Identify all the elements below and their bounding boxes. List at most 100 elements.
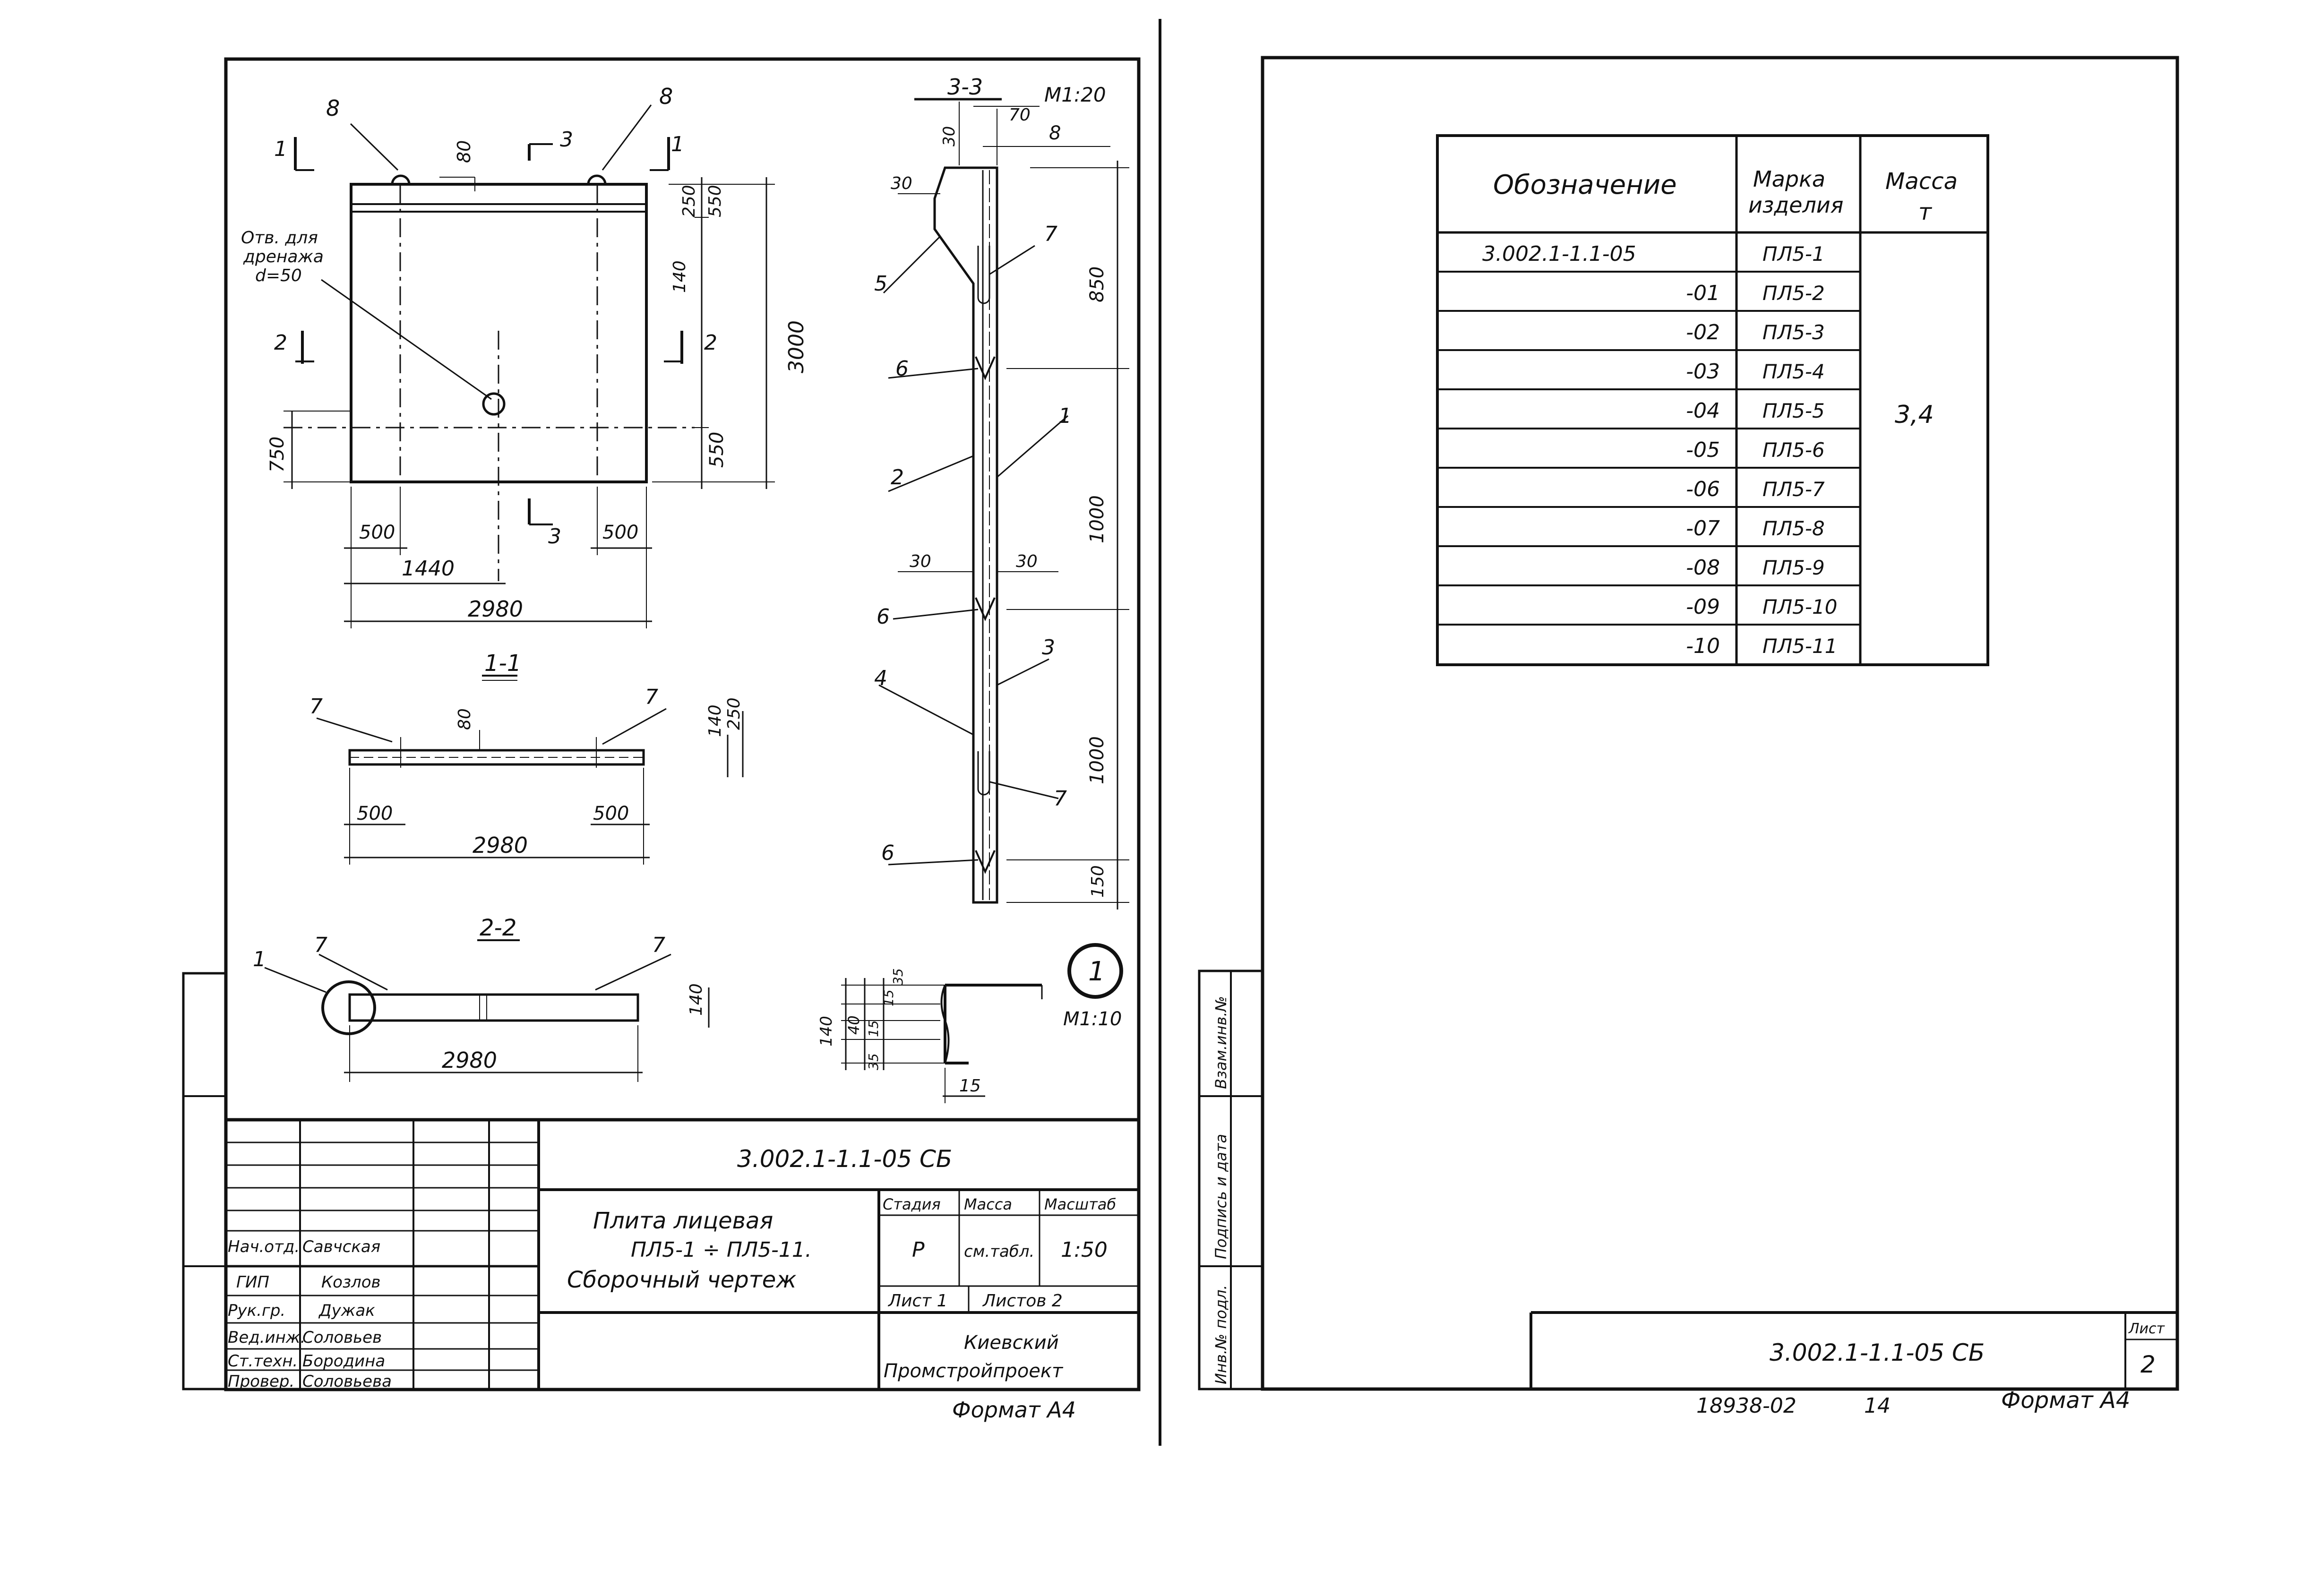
s33-item-7-bottom: 7 xyxy=(1054,787,1067,811)
spec-table xyxy=(1436,134,1989,666)
s11-dim-2980: 2980 xyxy=(473,832,528,858)
table-row-mark: ПЛ5-1 xyxy=(1762,242,1825,266)
tb-role-1: ГИП xyxy=(236,1273,269,1292)
plan-view xyxy=(284,104,775,628)
footer-code: 18938-02 xyxy=(1696,1394,1796,1418)
table-row-mark: ПЛ5-4 xyxy=(1762,360,1825,383)
s33-dim-70: 70 xyxy=(1009,105,1031,125)
table-header-mass-2: т xyxy=(1918,199,1933,225)
s22-item-1: 1 xyxy=(253,947,266,971)
plan-item-8-left: 8 xyxy=(326,95,340,121)
right-sheet-number: 2 xyxy=(2140,1351,2156,1378)
side-stamp-inv: Инв.№ подл. xyxy=(1212,1285,1230,1384)
section-3-3 xyxy=(878,98,1129,910)
s11-dim-250: 250 xyxy=(724,697,744,730)
dim-550-plan-top: 550 xyxy=(705,185,725,217)
plan-cut-1-left: 1 xyxy=(274,137,287,161)
s33-dim-30: 30 xyxy=(891,174,912,193)
table-row-mark: ПЛ5-11 xyxy=(1762,635,1837,658)
tb-doc-code: 3.002.1-1.1-05 СБ xyxy=(737,1145,952,1173)
table-row-mark: ПЛ5-6 xyxy=(1762,438,1825,462)
s33-item-5: 5 xyxy=(874,272,887,296)
s33-item-6-middle: 6 xyxy=(877,605,890,629)
s33-item-6-top: 6 xyxy=(895,357,909,381)
s22-item-7-left: 7 xyxy=(314,933,327,957)
plan-cut-3-bottom: 3 xyxy=(548,524,561,549)
s33-dim-1000-b: 1000 xyxy=(1086,736,1108,784)
section-3-3-title: 3-3 xyxy=(947,74,983,100)
tb-mass: см.табл. xyxy=(964,1242,1034,1261)
plan-cut-2-left: 2 xyxy=(274,331,287,355)
dim-250-plan: 250 xyxy=(679,185,699,217)
dim-500-plan-right: 500 xyxy=(602,522,638,543)
tb-name-4: Бородина xyxy=(302,1352,385,1371)
section-3-3-scale: М1:20 xyxy=(1044,83,1106,106)
dim-3000-plan: 3000 xyxy=(784,320,808,373)
hole-note-line-2: дренажа xyxy=(243,247,324,266)
detail-1-number: 1 xyxy=(1088,956,1105,987)
table-header-mark-2: изделия xyxy=(1748,192,1843,218)
loop-left xyxy=(391,174,411,185)
left-sheet xyxy=(182,57,1141,1391)
d1-dim-140: 140 xyxy=(817,1016,836,1047)
hole-note-line-3: d=50 xyxy=(255,266,302,285)
hole-note-line-1: Отв. для xyxy=(241,228,318,248)
s22-dim-2980: 2980 xyxy=(442,1047,497,1073)
s33-dim-850: 850 xyxy=(1086,266,1108,302)
table-row-mark: ПЛ5-7 xyxy=(1762,478,1825,501)
dim-550-plan-bottom: 550 xyxy=(706,432,728,468)
table-row-mark: ПЛ5-3 xyxy=(1762,321,1825,344)
loop-right xyxy=(587,174,607,185)
table-row-designation: -07 xyxy=(1686,516,1720,541)
table-row-mark: ПЛ5-10 xyxy=(1762,595,1837,618)
side-stamp-sign: Подпись и дата xyxy=(1212,1134,1230,1259)
section-2-2 xyxy=(264,939,710,1082)
d1-dim-35-bottom: 35 xyxy=(866,1053,881,1070)
table-row-designation: -10 xyxy=(1686,634,1720,658)
tb-scale: 1:50 xyxy=(1061,1238,1108,1262)
dim-750-plan: 750 xyxy=(266,437,288,472)
drain-hole xyxy=(482,392,506,416)
footer-page: 14 xyxy=(1864,1394,1891,1418)
tb-org-line-2: Промстройпроект xyxy=(884,1360,1064,1382)
s33-dim-150: 150 xyxy=(1088,865,1108,898)
table-row-designation: 3.002.1-1.1-05 xyxy=(1482,242,1636,266)
left-format-label: Формат А4 xyxy=(952,1397,1076,1423)
s11-item-7-left: 7 xyxy=(309,695,323,719)
dim-500-plan-left: 500 xyxy=(359,522,395,543)
dim-1440-plan: 1440 xyxy=(402,557,455,581)
tb-title-line-1: Плита лицевая xyxy=(593,1208,773,1234)
right-doc-code: 3.002.1-1.1-05 СБ xyxy=(1770,1339,1985,1366)
tb-name-1: Козлов xyxy=(321,1273,381,1292)
plan-item-8-right: 8 xyxy=(659,84,673,109)
s33-item-8: 8 xyxy=(1049,122,1061,144)
table-row-mark: ПЛ5-5 xyxy=(1762,399,1825,422)
table-header-mass-1: Масса xyxy=(1885,168,1958,195)
table-row-designation: -09 xyxy=(1686,595,1720,619)
s33-dim-30-right: 30 xyxy=(1016,552,1038,571)
tb-name-3: Соловьев xyxy=(302,1328,382,1347)
table-row-designation: -05 xyxy=(1686,438,1720,462)
table-row-designation: -02 xyxy=(1686,320,1720,344)
dim-140-plan: 140 xyxy=(670,260,689,293)
table-header-mark-1: Марка xyxy=(1753,166,1825,192)
tb-role-0: Нач.отд. xyxy=(228,1237,300,1256)
tb-mass-label: Масса xyxy=(964,1195,1012,1213)
s11-dim-500-left: 500 xyxy=(357,803,393,824)
d1-dim-15-top: 15 xyxy=(881,989,896,1006)
table-row-designation: -03 xyxy=(1686,360,1720,384)
tb-title-line-2: ПЛ5-1 ÷ ПЛ5-11. xyxy=(631,1238,812,1262)
left-side-stamp-strip xyxy=(182,972,227,1390)
tb-name-5: Соловьева xyxy=(302,1372,392,1391)
right-sheet-label: Лист xyxy=(2128,1321,2166,1337)
title-block xyxy=(226,1118,1139,1389)
tb-role-3: Вед.инж. xyxy=(228,1328,305,1347)
s33-item-6-bottom: 6 xyxy=(881,841,894,865)
tb-sheet: Лист 1 xyxy=(887,1291,948,1311)
dim-80-plan: 80 xyxy=(454,140,474,163)
s33-item-1: 1 xyxy=(1058,404,1072,428)
table-mass-value: 3,4 xyxy=(1895,401,1934,429)
side-stamp-replace: Взам.инв.№ xyxy=(1212,996,1230,1089)
s33-item-3: 3 xyxy=(1042,635,1055,660)
